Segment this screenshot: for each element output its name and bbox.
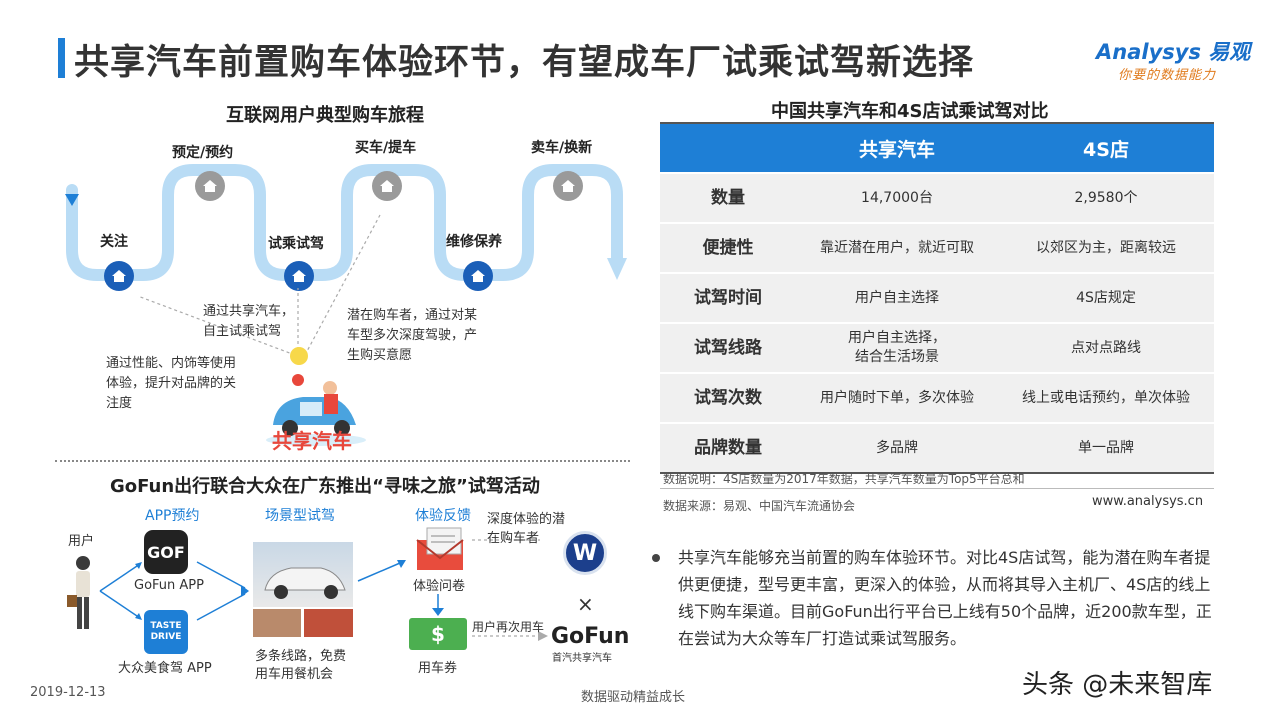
gofun-title: GoFun出行联合大众在广东推出“寻味之旅”试驾活动 [110,476,540,497]
cell-shared: 用户自主选择 [855,289,939,306]
home-icon [104,261,134,291]
cell-4s: 点对点路线 [1071,339,1141,356]
gofun-app-icon: GOF [144,530,188,574]
node-buy: 买车/提车 [355,140,417,156]
cell-shared: 靠近潜在用户，就近可取 [820,239,974,256]
journey-wave [65,164,627,281]
cell-4s: 4S店规定 [1076,289,1136,306]
user-label: 用户 [68,534,95,549]
cell-4s: 2,9580个 [1074,189,1138,206]
footer-date: 2019-12-13 [30,685,106,700]
arrow-to-deep-user [472,539,540,541]
down-arrow [432,594,444,616]
split-arrows [99,562,142,620]
note-divider [660,488,1214,489]
table-row: 试驾次数 用户随时下单，多次体验 线上或电话预约，单次体验 [660,372,1214,422]
survey-envelope-icon [416,527,464,570]
survey-label: 体验问卷 [413,579,466,594]
bullet-dot [652,554,660,562]
cell-shared: 用户自主选择， 结合生活场景 [848,330,946,365]
table-row: 试驾时间 用户自主选择 4S店规定 [660,272,1214,322]
table-row: 数量 14,7000台 2,9580个 [660,172,1214,222]
cell-shared: 14,7000台 [861,189,933,206]
lightbulb-icon [290,347,308,365]
header-shared-car: 共享汽车 [858,138,935,161]
table-bottom-rule [660,472,1214,474]
title-accent-bar [58,38,65,78]
website-link[interactable]: www.analysys.cn [1092,494,1204,509]
home-icon [372,171,402,201]
table-row: 品牌数量 多品牌 单一品牌 [660,422,1214,472]
row-label: 便捷性 [702,237,754,258]
summary-paragraph: 共享汽车能够充当前置的购车体验环节。对比4S店试驾，能为潜在购车者提供更便捷，型… [678,548,1212,648]
table-source: 数据来源：易观、中国汽车流通协会 [663,499,856,513]
cell-shared: 多品牌 [876,439,918,456]
journey-connectors [140,214,381,356]
row-label: 品牌数量 [694,437,762,458]
logo-slogan: 你要的数据能力 [1118,68,1217,83]
table-note: 数据说明：4S店数量为2017年数据，共享汽车数量为Top5平台总和 [663,472,1025,486]
table-header-row: 共享汽车 4S店 [660,124,1214,172]
arrow-to-gofun [472,631,548,641]
node-sell: 卖车/换新 [531,140,593,156]
header-4s: 4S店 [1083,138,1129,161]
scene-drive-label: 场景型试驾 [265,508,335,524]
taste-drive-app-icon: TASTE DRIVE [144,610,188,654]
table-title: 中国共享汽车和4S店试乘试驾对比 [771,101,1049,122]
page-title: 共享汽车前置购车体验环节，有望成车厂试乘试驾新选择 [74,43,975,83]
home-icon [284,261,314,291]
food-photo [304,609,353,637]
times-icon: × [577,592,594,616]
table-row: 试驾线路 用户自主选择， 结合生活场景 点对点路线 [660,322,1214,372]
journey-note-left: 通过性能、内饰等使用体验，提升对品牌的关注度 [106,356,237,411]
shared-car-label: 共享汽车 [272,429,352,453]
gofun-brand-sub: 首汽共享汽车 [552,653,612,664]
scenery-photo [253,609,301,637]
scene-caption: 多条线路，免费用车用餐机会 [255,649,347,682]
node-focus: 关注 [100,234,128,250]
header-blank [660,124,796,172]
table-top-rule [660,122,1214,125]
vw-logo: W [563,531,607,575]
app-booking-label: APP预约 [145,508,200,524]
home-icon [463,261,493,291]
node-reserve: 预定/预约 [172,145,234,161]
row-label: 试驾次数 [694,387,762,408]
gofun-brand-logo: GoFun [551,624,630,649]
shared-car-illustration [266,374,366,446]
node-test-drive: 试乘试驾 [268,236,324,252]
journey-note-mid: 通过共享汽车，自主试乘试驾 [203,304,295,339]
deep-user-label: 深度体验的潜在购车者 [487,512,566,546]
taste-app-label: 大众美食驾 APP [118,661,212,676]
cell-4s: 线上或电话预约，单次体验 [1022,389,1190,406]
node-maintain: 维修保养 [446,234,502,250]
cell-shared: 用户随时下单，多次体验 [820,389,974,406]
coupon-icon: $ [409,618,467,650]
user-figure-icon [67,556,90,629]
analysys-logo: Analysys 易观 [1096,40,1251,64]
cell-4s: 以郊区为主，距离较远 [1036,239,1176,256]
section-divider [55,460,630,462]
row-label: 数量 [711,187,745,208]
cell-4s: 单一品牌 [1078,439,1134,456]
row-label: 试驾线路 [694,337,762,358]
test-car-photo [253,542,353,607]
journey-note-right: 潜在购车者，通过对某车型多次深度驾驶，产生购买意愿 [347,308,478,363]
home-icon [195,171,225,201]
row-label: 试驾时间 [694,287,762,308]
arrow-to-feedback [357,560,406,582]
feedback-label: 体验反馈 [415,508,471,524]
gofun-app-label: GoFun APP [134,578,204,593]
coupon-label: 用车券 [418,661,458,676]
table-row: 便捷性 靠近潜在用户，就近可取 以郊区为主，距离较远 [660,222,1214,272]
watermark-text: 头条 @未来智库 [1022,670,1213,700]
home-icon [553,171,583,201]
comparison-table: 共享汽车 4S店 数量 14,7000台 2,9580个 便捷性 靠近潜在用户，… [660,124,1214,474]
reuse-label: 用户再次用车 [472,620,545,634]
merge-arrows [196,561,249,621]
journey-title: 互联网用户典型购车旅程 [226,105,424,126]
footer-tagline: 数据驱动精益成长 [581,690,686,705]
